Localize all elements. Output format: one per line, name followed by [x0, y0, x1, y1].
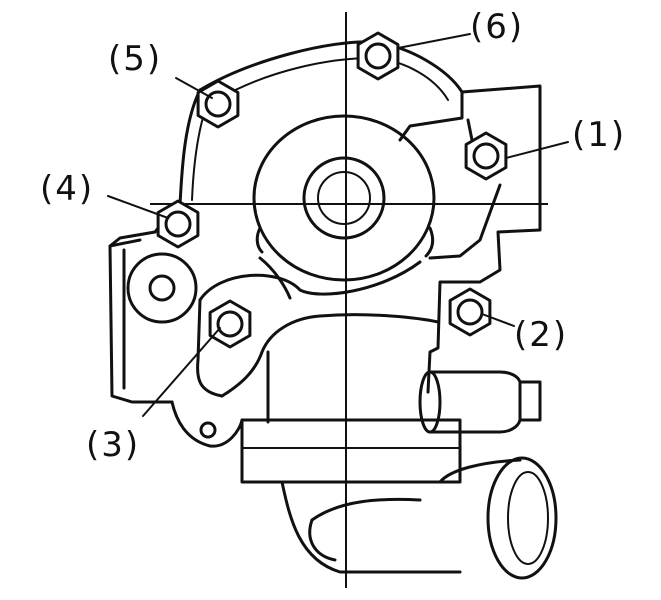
bolt-1: [464, 131, 508, 181]
callout-label-5: (5): [108, 39, 162, 79]
bolt-hex-2: [448, 287, 492, 337]
callout-label-4: (4): [40, 169, 94, 209]
bolt-4: [156, 199, 200, 249]
leader-lines: [107, 33, 569, 417]
bolts: [156, 31, 508, 349]
bolt-hex-6: [356, 31, 400, 81]
bolt-washer-2: [456, 298, 484, 326]
bolt-hex-4: [156, 199, 200, 249]
bolt-6: [356, 31, 400, 81]
bolt-hex-3: [208, 299, 252, 349]
callout-label-6: (6): [470, 7, 524, 47]
bolt-hex-1: [464, 131, 508, 181]
bolt-washer-5: [204, 90, 232, 118]
bolt-washer-1: [472, 142, 500, 170]
center-lines: [150, 12, 548, 588]
mount-hole: [199, 421, 217, 439]
callout-label-2: (2): [514, 315, 568, 355]
idler-boss: [126, 252, 198, 324]
bolt-hex-5: [196, 79, 240, 129]
impeller-hub: [252, 114, 436, 282]
bolt-washer-4: [164, 210, 192, 238]
callout-label-3: (3): [86, 425, 140, 465]
bolt-washer-3: [216, 310, 244, 338]
callout-label-1: (1): [572, 115, 626, 155]
bolt-washer-6: [364, 42, 392, 70]
callout-labels: (1) (2) (3) (4) (5) (6): [40, 7, 626, 465]
bolt-3: [208, 299, 252, 349]
bolt-5: [196, 79, 240, 129]
bolt-2: [448, 287, 492, 337]
